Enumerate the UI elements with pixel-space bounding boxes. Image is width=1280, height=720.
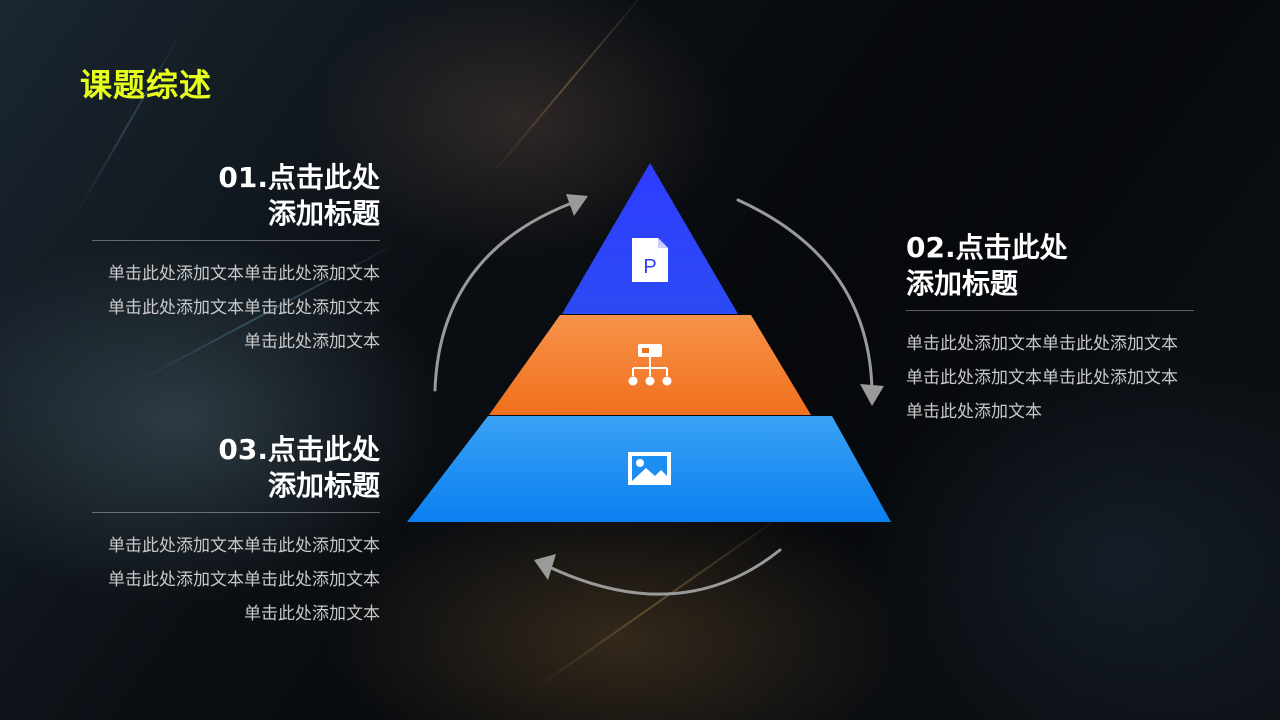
section-02-body: 单击此处添加文本单击此处添加文本单击此处添加文本单击此处添加文本单击此处添加文本 xyxy=(906,334,1178,422)
cycle-arrow-top-left xyxy=(433,198,582,392)
arrow-head-icon xyxy=(566,194,588,216)
section-03-heading-line2: 添加标题 xyxy=(267,469,380,502)
document-p-icon: P xyxy=(632,238,668,282)
divider xyxy=(92,240,380,241)
section-02-heading-line1: 02.点击此处 xyxy=(906,231,1068,264)
page-title: 课题综述 xyxy=(80,66,213,104)
section-02-heading: 02.点击此处 添加标题 xyxy=(906,230,1194,302)
section-01-heading-line2: 添加标题 xyxy=(267,197,380,230)
section-03-body: 单击此处添加文本单击此处添加文本单击此处添加文本单击此处添加文本单击此处添加文本 xyxy=(108,536,380,624)
image-icon xyxy=(628,452,671,485)
hierarchy-icon xyxy=(628,344,672,386)
section-03: 03.点击此处 添加标题 单击此处添加文本单击此处添加文本单击此处添加文本单击此… xyxy=(92,432,380,631)
arrow-head-icon xyxy=(534,554,556,580)
arrow-head-icon xyxy=(860,384,884,406)
cycle-arrow-right xyxy=(736,198,874,394)
section-01-body: 单击此处添加文本单击此处添加文本单击此处添加文本单击此处添加文本单击此处添加文本 xyxy=(108,264,380,352)
cycle-arrows xyxy=(433,198,874,596)
section-03-heading-line1: 03.点击此处 xyxy=(218,433,380,466)
section-01-heading: 01.点击此处 添加标题 xyxy=(92,160,380,232)
cycle-arrow-bottom xyxy=(543,548,782,596)
divider xyxy=(906,310,1194,311)
arrow-heads xyxy=(534,194,884,580)
divider xyxy=(92,512,380,513)
section-03-heading: 03.点击此处 添加标题 xyxy=(92,432,380,504)
section-02: 02.点击此处 添加标题 单击此处添加文本单击此处添加文本单击此处添加文本单击此… xyxy=(906,230,1194,429)
section-02-heading-line2: 添加标题 xyxy=(906,267,1019,300)
section-01: 01.点击此处 添加标题 单击此处添加文本单击此处添加文本单击此处添加文本单击此… xyxy=(92,160,380,359)
section-01-heading-line1: 01.点击此处 xyxy=(218,161,380,194)
document-letter: P xyxy=(643,256,656,278)
